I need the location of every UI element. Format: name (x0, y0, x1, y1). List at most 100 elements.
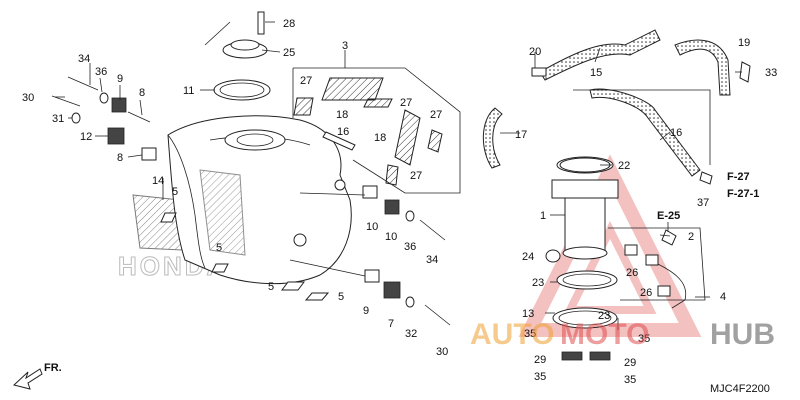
clip-37 (699, 171, 713, 185)
callout-27c: 27 (430, 109, 442, 121)
pad-18a (321, 77, 384, 101)
callout-26b: 26 (640, 287, 652, 299)
pad-27c (427, 129, 443, 153)
callout-10: 11 (183, 85, 194, 97)
callout-30b: 30 (436, 346, 448, 358)
oring-23 (556, 270, 618, 290)
callout-24: 24 (522, 251, 534, 263)
group-outline-3 (293, 67, 461, 194)
callout-25: 25 (283, 47, 295, 59)
callout-35b: 35 (638, 333, 650, 345)
ref-f27: F-27 (727, 171, 750, 183)
left-fasteners (51, 76, 157, 161)
callout-34a: 34 (78, 53, 90, 65)
diagram-code: MJC4F2200 (710, 383, 770, 395)
pad-5c (281, 281, 305, 291)
callout-5d: 5 (338, 291, 344, 303)
callout-6: 7 (388, 318, 394, 330)
hose-19 (674, 39, 731, 96)
svg-text:MOTO: MOTO (560, 318, 649, 351)
hose-15 (589, 88, 701, 177)
callout-8b: 9 (363, 305, 369, 317)
pad-5d (304, 292, 330, 301)
callout-37: 37 (697, 197, 709, 209)
direction-label: FR. (44, 362, 62, 374)
callout-5a: 5 (172, 186, 178, 198)
callout-16: 17 (515, 129, 527, 141)
callout-36b: 36 (404, 241, 416, 253)
pad-27d (385, 164, 399, 186)
connector-20 (531, 67, 547, 77)
fuel-pump (551, 156, 619, 260)
callout-35d: 35 (624, 374, 636, 386)
ref-f27-1: F-27-1 (727, 188, 759, 200)
callout-7b: 10 (385, 231, 397, 243)
callout-12: 13 (522, 308, 534, 320)
callout-26a: 26 (626, 267, 638, 279)
callout-29a: 29 (534, 354, 546, 366)
callout-18b: 18 (374, 132, 386, 144)
callout-5c: 5 (268, 281, 274, 293)
pad-5a (160, 212, 177, 223)
group-outline-pump (573, 89, 711, 165)
clip-26b (657, 285, 671, 297)
hose-16 (482, 107, 503, 169)
callout-1: 1 (540, 210, 546, 222)
callout-34b: 34 (426, 254, 438, 266)
callout-22: 23 (598, 310, 610, 322)
callout-4: 4 (720, 291, 726, 303)
svg-text:HUB: HUB (710, 318, 775, 351)
bracket-29b (589, 351, 611, 361)
bracket-29a (561, 351, 583, 361)
pad-18b (394, 109, 421, 166)
pad-5b (211, 263, 229, 273)
callout-17: 16 (337, 126, 349, 138)
callout-29b: 29 (624, 357, 636, 369)
callout-14: 15 (590, 67, 602, 79)
callout-7a: 9 (117, 73, 123, 85)
pad-27a (293, 97, 314, 116)
callout-9b: 10 (366, 221, 378, 233)
callout-28: 28 (283, 18, 295, 30)
right-fasteners (362, 185, 451, 326)
callout-3: 3 (342, 40, 348, 52)
callout-8a: 8 (117, 152, 123, 164)
clip-2 (661, 229, 677, 246)
callout-31: 31 (52, 113, 64, 125)
fuel-tank (167, 115, 352, 285)
hose-14 (539, 29, 661, 81)
callout-21: 22 (618, 160, 630, 172)
callout-23: 23 (532, 277, 544, 289)
callout-27a: 27 (300, 75, 312, 87)
callout-19: 19 (738, 37, 750, 49)
pad-17 (322, 131, 356, 151)
callout-15: 16 (670, 127, 682, 139)
callout-30a: 30 (22, 92, 34, 104)
svg-text:AUTO: AUTO (470, 318, 554, 351)
callout-27b: 27 (400, 97, 412, 109)
leader-lines (55, 21, 742, 330)
callout-32: 32 (405, 328, 417, 340)
callout-11: 12 (80, 131, 92, 143)
oring-22 (552, 307, 618, 329)
callout-35c: 35 (534, 371, 546, 383)
ref-e25: E-25 (657, 210, 680, 222)
callout-27d: 27 (410, 170, 422, 182)
callout-5b: 5 (216, 242, 222, 254)
callout-20: 20 (529, 46, 541, 58)
filler-cap (204, 11, 268, 59)
front-direction-arrow: FR. (12, 362, 62, 390)
clip-26a (624, 244, 638, 256)
clamp-33 (739, 61, 751, 83)
callout-18a: 18 (336, 109, 348, 121)
grommet-24 (545, 249, 561, 263)
callout-36a: 36 (95, 66, 107, 78)
callout-33: 33 (765, 67, 777, 79)
pad-27b (363, 98, 393, 108)
callout-13: 14 (152, 175, 164, 187)
callout-9a: 8 (139, 87, 145, 99)
callout-2: 2 (688, 231, 694, 243)
gasket-10 (213, 79, 271, 101)
watermark-text: AUTO MOTO HUB (470, 318, 775, 351)
